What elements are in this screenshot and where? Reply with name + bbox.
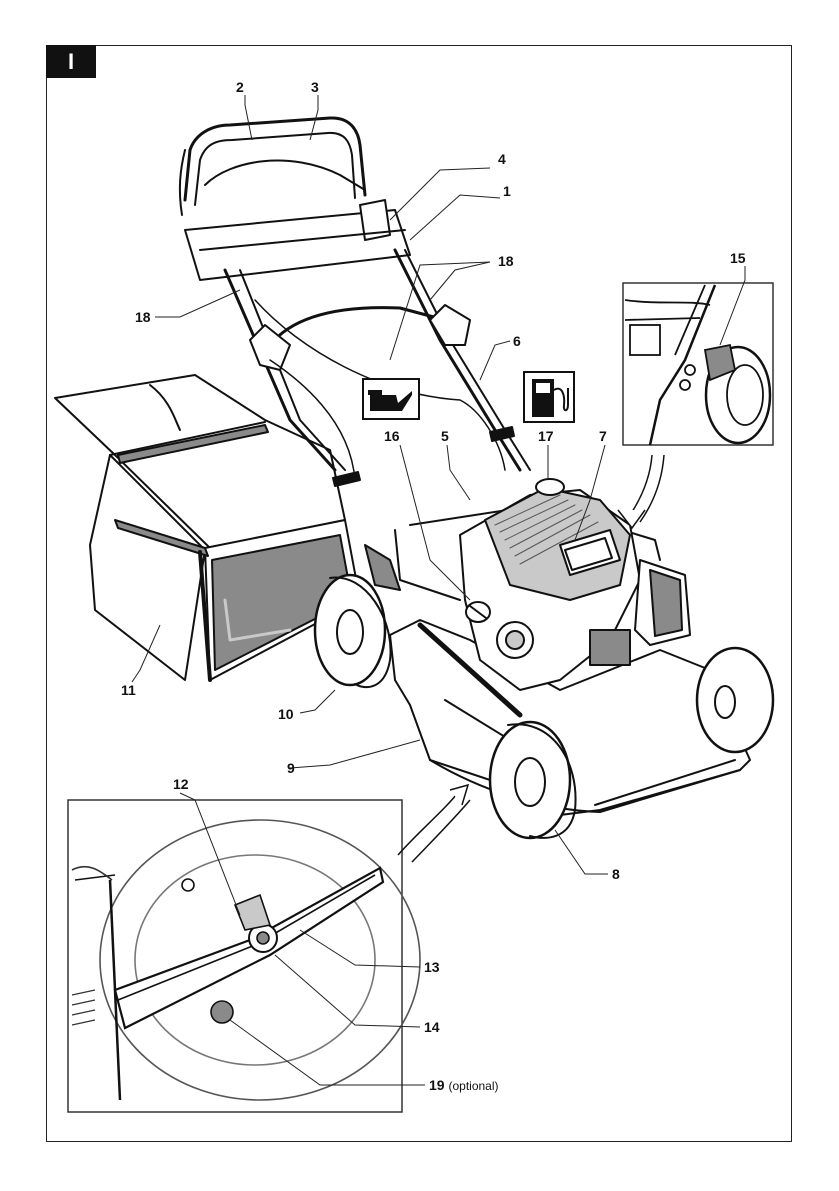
- callout-3: 3: [311, 79, 319, 95]
- callout-10: 10: [278, 706, 294, 722]
- callout-12: 12: [173, 776, 189, 792]
- inset-blade: [67, 799, 421, 1113]
- callout-17: 17: [538, 428, 554, 444]
- callout-1: 1: [503, 183, 511, 199]
- callout-8: 8: [612, 866, 620, 882]
- oil-can-icon: [362, 378, 420, 420]
- callout-13: 13: [424, 959, 440, 975]
- grass-catcher: [54, 374, 361, 682]
- callout-16: 16: [384, 428, 400, 444]
- callout-18-left: 18: [135, 309, 151, 325]
- handle-assembly: [178, 116, 531, 487]
- callout-19-number: 19: [429, 1077, 445, 1093]
- callout-11: 11: [121, 682, 136, 698]
- leader-lines: [131, 95, 746, 1086]
- callout-9: 9: [287, 760, 295, 776]
- front-right-wheel: [695, 646, 775, 754]
- inset-wheel-adjustment: [622, 282, 774, 446]
- callout-6: 6: [513, 333, 521, 349]
- section-tab: I: [46, 45, 96, 78]
- callout-18-right: 18: [498, 253, 514, 269]
- page-frame: [46, 45, 792, 1142]
- link-arrows: [397, 454, 665, 863]
- callout-19: 19 (optional): [429, 1077, 499, 1094]
- rear-left-wheel: [313, 573, 392, 688]
- callout-4: 4: [498, 151, 506, 167]
- front-left-wheel: [488, 720, 577, 840]
- fuel-pump-icon: [523, 371, 575, 423]
- callout-5: 5: [441, 428, 449, 444]
- callout-2: 2: [236, 79, 244, 95]
- engine: [459, 478, 691, 691]
- callout-14: 14: [424, 1019, 440, 1035]
- section-label: I: [67, 48, 75, 74]
- callout-7: 7: [599, 428, 607, 444]
- callout-15: 15: [730, 250, 746, 266]
- callout-19-note: (optional): [448, 1079, 499, 1093]
